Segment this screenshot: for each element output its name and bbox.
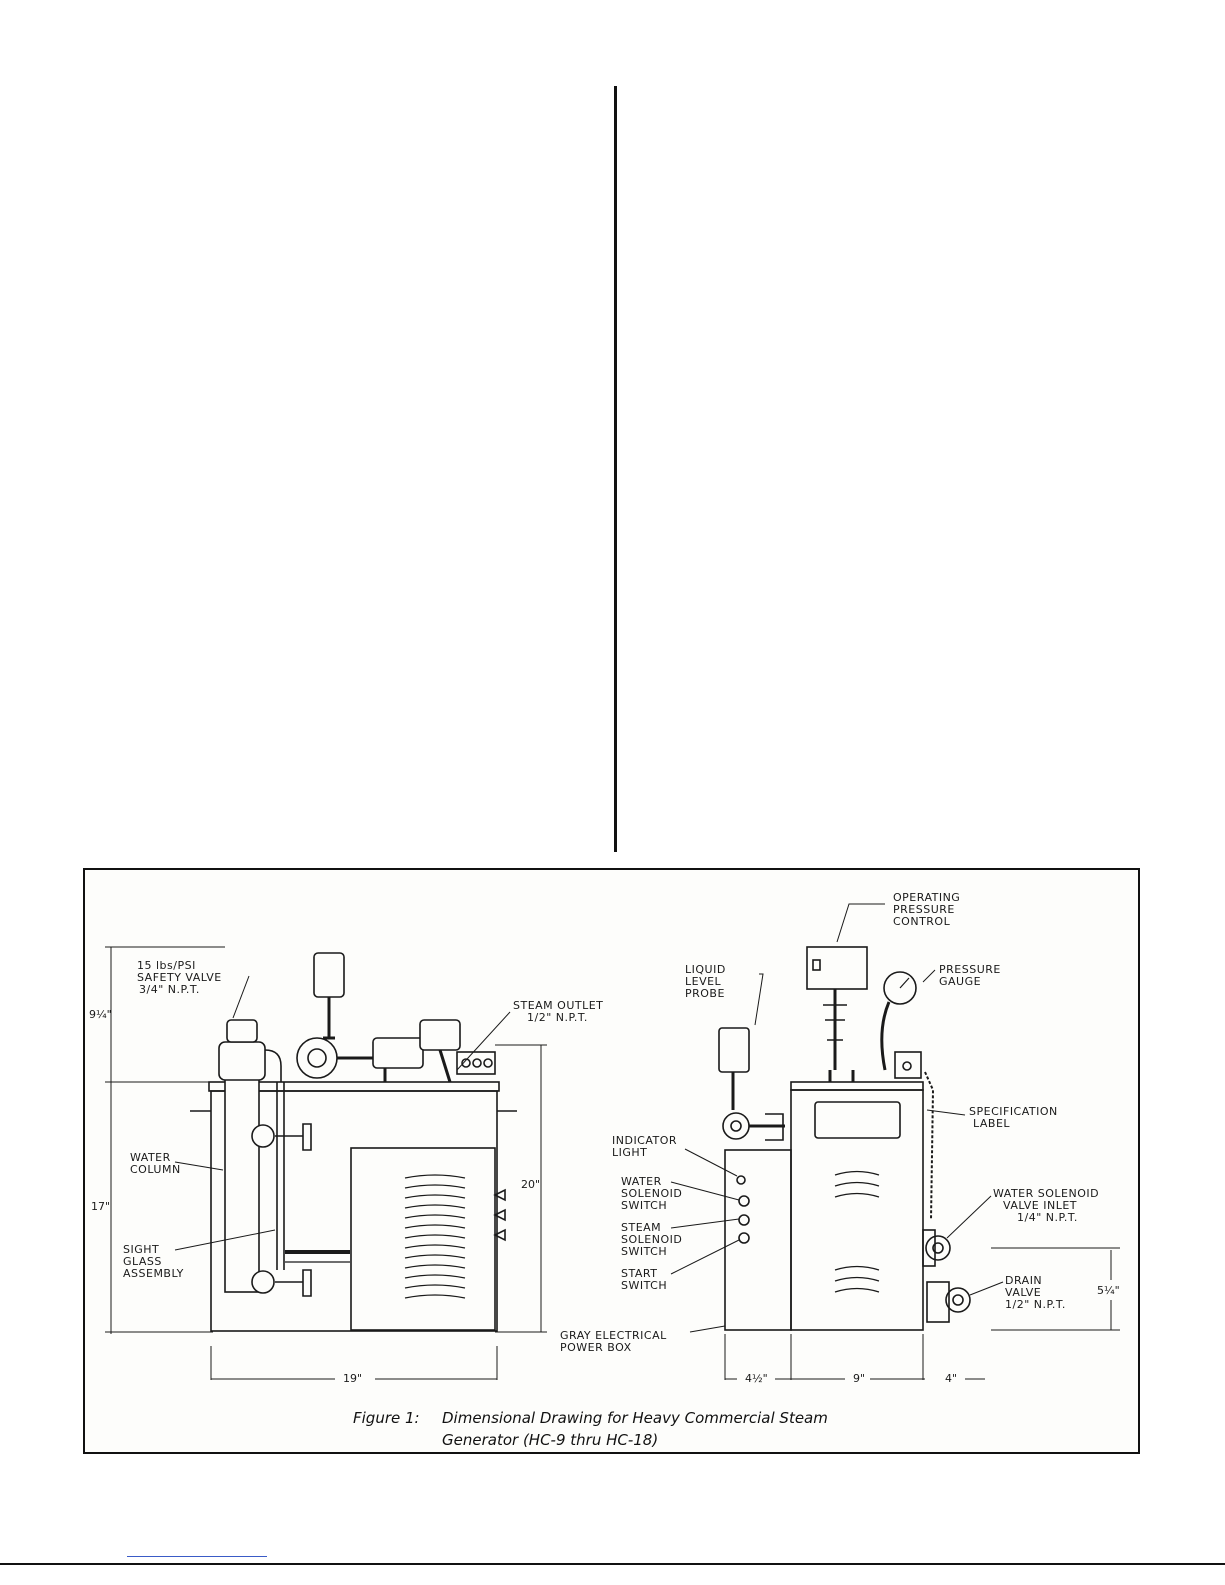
dim-drain: 5¼" bbox=[1097, 1284, 1120, 1297]
label-liquid-level: LIQUID LEVEL PROBE bbox=[685, 963, 726, 1000]
label-operating-pressure: OPERATING PRESSURE CONTROL bbox=[893, 891, 961, 928]
dim-b: 9" bbox=[853, 1372, 866, 1385]
caption-number: Figure 1: bbox=[353, 1409, 420, 1427]
left-view-drawing bbox=[105, 946, 547, 1380]
caption-line1: Dimensional Drawing for Heavy Commercial… bbox=[442, 1409, 828, 1427]
louvers bbox=[404, 1174, 466, 1299]
footer-rule bbox=[0, 1563, 1225, 1565]
label-water-column: WATER COLUMN bbox=[130, 1151, 181, 1176]
label-drain-valve: DRAIN VALVE 1/2" N.P.T. bbox=[1005, 1274, 1066, 1311]
right-view-drawing bbox=[670, 903, 1120, 1380]
label-specification: SPECIFICATION LABEL bbox=[969, 1105, 1058, 1130]
figure-caption: Figure 1: Dimensional Drawing for Heavy C… bbox=[353, 1407, 993, 1451]
caption-line2: Generator (HC-9 thru HC-18) bbox=[442, 1431, 659, 1449]
label-start-switch: START SWITCH bbox=[621, 1267, 668, 1292]
dim-height: 17" bbox=[91, 1200, 111, 1213]
label-pressure-gauge: PRESSURE GAUGE bbox=[939, 963, 1001, 988]
label-sight-glass: SIGHT GLASS ASSEMBLY bbox=[123, 1243, 184, 1280]
label-indicator-light: INDICATOR LIGHT bbox=[612, 1134, 678, 1159]
footer-link-underline[interactable] bbox=[127, 1556, 267, 1557]
label-safety-valve: 15 lbs/PSI SAFETY VALVE 3/4" N.P.T. bbox=[137, 959, 222, 996]
steam-generator-drawing bbox=[105, 903, 1120, 1380]
label-water-solenoid-inlet: WATER SOLENOID VALVE INLET 1/4" N.P.T. bbox=[993, 1187, 1100, 1224]
label-water-solenoid-switch: WATER SOLENOID SWITCH bbox=[621, 1175, 683, 1212]
label-gray-box: GRAY ELECTRICAL POWER BOX bbox=[560, 1329, 667, 1354]
figure-1: 15 lbs/PSI SAFETY VALVE 3/4" N.P.T. STEA… bbox=[83, 868, 1140, 1454]
dim-right: 20" bbox=[521, 1178, 541, 1191]
label-steam-outlet: STEAM OUTLET 1/2" N.P.T. bbox=[513, 999, 604, 1024]
dim-c: 4" bbox=[945, 1372, 958, 1385]
column-divider bbox=[614, 86, 617, 852]
label-steam-solenoid-switch: STEAM SOLENOID SWITCH bbox=[621, 1221, 683, 1258]
dim-width: 19" bbox=[343, 1372, 363, 1385]
dim-a: 4½" bbox=[745, 1372, 768, 1385]
dim-top: 9¼" bbox=[89, 1008, 112, 1021]
